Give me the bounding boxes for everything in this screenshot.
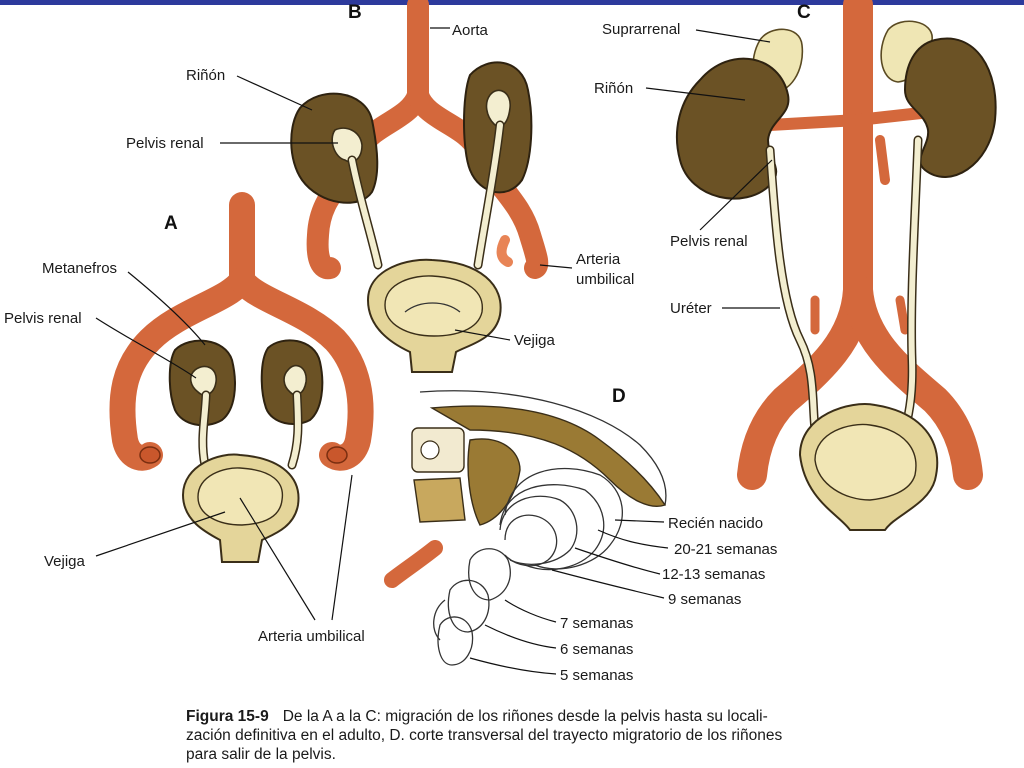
vertebral-body bbox=[413, 477, 466, 523]
label-arteria-umbilical-b-line1: Arteria bbox=[576, 251, 621, 268]
renal-artery-c-left bbox=[764, 114, 864, 131]
leader-recien-nacido bbox=[614, 519, 665, 523]
label-recien-nacido: Recién nacido bbox=[668, 515, 763, 532]
aorta-a-left-branch bbox=[109, 192, 255, 471]
label-pelvis-renal-b: Pelvis renal bbox=[126, 135, 204, 152]
caption-figure-label: Figura 15-9 bbox=[186, 708, 269, 725]
label-5-semanas: 5 semanas bbox=[560, 667, 633, 684]
top-border-bar bbox=[0, 0, 1024, 5]
leader-12-13-semanas bbox=[574, 547, 661, 575]
leader-20-21-semanas bbox=[597, 529, 669, 549]
outline-12-13-semanas bbox=[499, 495, 578, 565]
ureter-b-left bbox=[349, 157, 381, 268]
aorta-c-right-branch bbox=[843, 275, 983, 490]
panel-a-illustration bbox=[95, 192, 374, 621]
label-arteria-umbilical-a: Arteria umbilical bbox=[258, 628, 365, 645]
label-vejiga-b: Vejiga bbox=[514, 332, 556, 349]
caption-text-line-3: para salir de la pelvis. bbox=[186, 746, 336, 763]
leader-metanefros bbox=[127, 271, 206, 346]
label-metanefros: Metanefros bbox=[42, 260, 117, 277]
umbilical-artery-d bbox=[384, 540, 443, 588]
leader-9-semanas bbox=[551, 569, 665, 599]
label-20-21-semanas: 20-21 semanas bbox=[674, 541, 777, 558]
umbilical-b-curl bbox=[496, 235, 513, 267]
bladder-b-inner bbox=[384, 275, 483, 337]
leader-arteria-umbilical-a-1 bbox=[239, 497, 316, 621]
aorta-a-right-branch bbox=[229, 267, 374, 471]
leader-6-semanas bbox=[484, 624, 557, 649]
leader-arteria-umbilical-b bbox=[539, 264, 573, 269]
panel-label-a: A bbox=[164, 213, 178, 234]
outline-recien-nacido bbox=[504, 467, 623, 570]
psoas-muscle bbox=[467, 438, 521, 526]
leader-rinon-b bbox=[236, 75, 313, 111]
renal-pelvis-a-right bbox=[283, 364, 307, 396]
bladder-a-inner bbox=[197, 467, 284, 526]
spinal-canal bbox=[420, 440, 440, 460]
panel-b-illustration bbox=[220, 0, 573, 373]
leader-rinon-c bbox=[645, 87, 746, 101]
panel-label-b: B bbox=[348, 2, 362, 23]
label-7-semanas: 7 semanas bbox=[560, 615, 633, 632]
ureter-c-right bbox=[902, 137, 921, 433]
label-12-13-semanas: 12-13 semanas bbox=[662, 566, 765, 583]
ureter-a-right bbox=[289, 392, 301, 468]
ureter-b-right bbox=[475, 122, 503, 268]
label-pelvis-renal-a: Pelvis renal bbox=[4, 310, 82, 327]
label-6-semanas: 6 semanas bbox=[560, 641, 633, 658]
posterior-wall-segments bbox=[429, 405, 667, 507]
caption-line-1: Figura 15-9 De la A a la C: migración de … bbox=[186, 707, 876, 726]
leader-pelvis-renal-a bbox=[95, 317, 197, 379]
kidney-c-left bbox=[676, 57, 790, 200]
umbilical-a-right-end bbox=[326, 446, 348, 464]
kidney-c-right bbox=[903, 37, 997, 178]
panel-d-illustration bbox=[384, 390, 669, 675]
panel-label-c: C bbox=[797, 2, 811, 23]
outline-5-semanas bbox=[437, 616, 474, 666]
outline-ureter-path bbox=[433, 599, 446, 641]
outline-7-semanas bbox=[468, 548, 511, 601]
label-9-semanas: 9 semanas bbox=[668, 591, 741, 608]
kidney-migration-figure: B C A D Aorta Riñón Pelvis renal Arteria… bbox=[4, 0, 997, 684]
caption-text-line-1: De la A a la C: migración de los riñones… bbox=[282, 708, 768, 725]
bladder-b-fold bbox=[404, 302, 461, 313]
leader-pelvis-renal-c bbox=[699, 159, 773, 231]
label-ureter: Uréter bbox=[670, 300, 712, 317]
leader-5-semanas bbox=[469, 657, 557, 675]
label-suprarrenal: Suprarrenal bbox=[602, 21, 680, 38]
bladder-c-inner bbox=[814, 423, 917, 501]
outline-9-semanas bbox=[504, 514, 558, 567]
stub-artery-c-right bbox=[895, 295, 910, 335]
ureter-a-left bbox=[199, 392, 209, 468]
leader-vejiga-b bbox=[454, 329, 511, 341]
gonadal-artery-c bbox=[875, 135, 890, 185]
outline-20-21-semanas bbox=[499, 484, 605, 571]
label-pelvis-renal-c: Pelvis renal bbox=[670, 233, 748, 250]
figure-caption: Figura 15-9 De la A a la C: migración de … bbox=[186, 707, 876, 764]
ureter-c-left bbox=[767, 147, 818, 433]
panel-label-d: D bbox=[612, 386, 626, 407]
label-vejiga-a: Vejiga bbox=[44, 553, 86, 570]
outline-6-semanas bbox=[447, 579, 490, 633]
body-wall-outline bbox=[419, 390, 667, 506]
leader-suprarrenal bbox=[695, 29, 771, 43]
leader-7-semanas bbox=[504, 599, 557, 623]
leader-vejiga-a bbox=[95, 511, 226, 557]
label-arteria-umbilical-b-line2: umbilical bbox=[576, 271, 634, 288]
label-rinon-c: Riñón bbox=[594, 80, 633, 97]
label-rinon-b: Riñón bbox=[186, 67, 225, 84]
umbilical-a-left-end bbox=[139, 446, 161, 464]
leader-arteria-umbilical-a-2 bbox=[331, 474, 353, 621]
caption-text-line-2: zación definitiva en el adulto, D. corte… bbox=[186, 727, 783, 744]
label-aorta: Aorta bbox=[452, 22, 489, 39]
panel-c-illustration bbox=[645, 0, 997, 531]
